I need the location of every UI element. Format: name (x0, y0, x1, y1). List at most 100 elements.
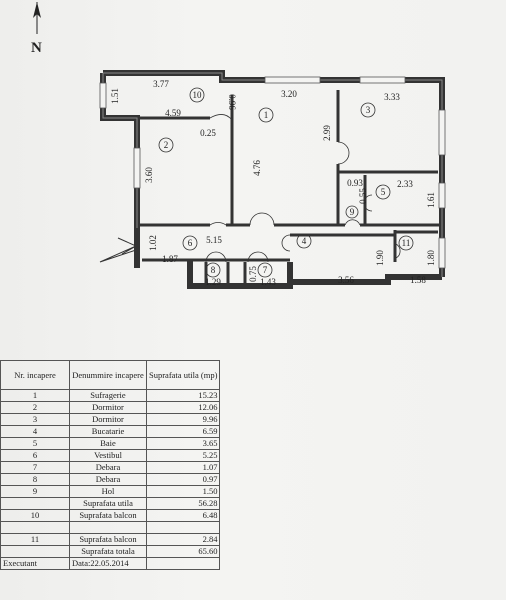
footer-row: Executant Data:22.05.2014 (0, 557, 221, 570)
dim-room6-width: 5.15 (206, 235, 222, 245)
dim-room1-width: 3.20 (281, 89, 297, 99)
table-row: 4 Bucatarie 6.59 (0, 425, 221, 438)
room-1-number: 1 (264, 110, 269, 120)
dimension-labels: 3.20 4.76 0.25 3.60 3.33 2.99 3.56 1.90 … (110, 79, 436, 287)
row-name: Vestibul (69, 449, 147, 462)
room-3-number: 3 (366, 105, 371, 115)
table-row: 8 Debara 0.97 (0, 473, 221, 486)
row-nr: 5 (0, 437, 70, 450)
north-label: N (31, 40, 42, 56)
table-header-row: Nr. incapere Denummire incapere Suprafat… (0, 360, 221, 390)
room-numbers (158, 87, 414, 278)
dim-room9-width: 0.93 (347, 178, 363, 188)
balcon-10-nr: 10 (0, 509, 70, 522)
door-swings (205, 114, 401, 263)
room-6-number: 6 (188, 238, 193, 248)
balcon-11-label: Suprafata balcon (69, 533, 147, 546)
row-name: Baie (69, 437, 147, 450)
room-4-number: 4 (302, 236, 307, 246)
row-nr: 8 (0, 473, 70, 486)
north-arrow-icon: N (31, 2, 42, 56)
table-row: 7 Debara 1.07 (0, 461, 221, 474)
dim-balcony-inner: 4.59 (165, 108, 181, 118)
room-10-marker (189, 87, 205, 103)
room-8-marker (205, 262, 221, 278)
dim-room10-height: 1.51 (110, 88, 120, 104)
header-nr: Nr. incapere (0, 360, 70, 390)
table-row: 2 Dormitor 12.06 (0, 401, 221, 414)
balcon-10-value: 6.48 (145, 509, 221, 522)
dim-room3-height: 2.99 (322, 125, 332, 141)
balcon-10-row: 10 Suprafata balcon 6.48 (0, 509, 221, 522)
row-nr: 9 (0, 485, 70, 498)
totala-value: 65.60 (145, 545, 221, 558)
row-nr: 4 (0, 425, 70, 438)
room-1-marker (258, 107, 274, 123)
table-row: 5 Baie 3.65 (0, 437, 221, 450)
room-8-number: 8 (211, 265, 216, 275)
table-row: 9 Hol 1.50 (0, 485, 221, 498)
row-area: 15.23 (145, 389, 221, 402)
row-area: 5.25 (145, 449, 221, 462)
dim-room10-width: 3.77 (153, 79, 169, 89)
room-area-table: Nr. incapere Denummire incapere Suprafat… (0, 360, 221, 570)
balcon-11-row: 11 Suprafata balcon 2.84 (0, 533, 221, 546)
dim-room4-height: 1.90 (375, 250, 385, 266)
row-area: 1.50 (145, 485, 221, 498)
row-name: Debara (69, 461, 147, 474)
row-area: 6.59 (145, 425, 221, 438)
dim-room8-width: 1.29 (205, 277, 221, 287)
utila-label: Suprafata utila (69, 497, 147, 510)
room-5-number: 5 (381, 187, 386, 197)
blank-row (0, 521, 221, 534)
summary-utila-row: Suprafata utila 56.28 (0, 497, 221, 510)
room-6-marker (182, 235, 198, 251)
table-row: 3 Dormitor 9.96 (0, 413, 221, 426)
row-name: Debara (69, 473, 147, 486)
floor-plan: N (31, 2, 446, 289)
dim-room2-width: 0.25 (200, 128, 216, 138)
room-2-number: 2 (164, 140, 169, 150)
summary-totala-row: Suprafata totala 65.60 (0, 545, 221, 558)
dim-room3-width: 3.33 (384, 92, 400, 102)
room-7-marker (257, 262, 273, 278)
row-name: Bucatarie (69, 425, 147, 438)
row-nr: 2 (0, 401, 70, 414)
dim-room5-height: 1.61 (426, 192, 436, 208)
dim-room4-width: 3.56 (338, 275, 354, 285)
totala-label: Suprafata totala (69, 545, 147, 558)
room-9-number: 9 (350, 207, 355, 217)
balcon-11-value: 2.84 (145, 533, 221, 546)
table-row: 6 Vestibul 5.25 (0, 449, 221, 462)
room-11-marker (398, 235, 414, 251)
header-name: Denummire incapere (69, 360, 147, 390)
table-row: 1 Sufragerie 15.23 (0, 389, 221, 402)
windows (99, 76, 446, 269)
row-name: Dormitor (69, 413, 147, 426)
dim-hall-left: 1.87 (162, 254, 178, 264)
row-nr: 1 (0, 389, 70, 402)
interior-walls (140, 90, 440, 286)
header-area: Suprafata utila (mp) (145, 360, 221, 390)
row-nr: 3 (0, 413, 70, 426)
dim-room2-height: 3.60 (144, 167, 154, 183)
dim-room6-height: 1.02 (148, 235, 158, 251)
room-7-number: 7 (263, 265, 268, 275)
row-area: 3.65 (145, 437, 221, 450)
room-10-number: 10 (193, 90, 203, 100)
executant-label: Executant (0, 557, 70, 570)
row-area: 1.07 (145, 461, 221, 474)
dim-balcony-side: 0.96 (227, 94, 237, 110)
dim-room1-height: 4.76 (252, 160, 262, 176)
row-nr: 6 (0, 449, 70, 462)
room-4-marker (296, 233, 312, 249)
row-area: 0.97 (145, 473, 221, 486)
room-5-marker (375, 184, 391, 200)
entrance-arrow-icon (99, 237, 138, 263)
row-name: Sufragerie (69, 389, 147, 402)
row-name: Hol (69, 485, 147, 498)
balcon-10-label: Suprafata balcon (69, 509, 147, 522)
room-11-number: 11 (402, 238, 411, 248)
row-area: 9.96 (145, 413, 221, 426)
